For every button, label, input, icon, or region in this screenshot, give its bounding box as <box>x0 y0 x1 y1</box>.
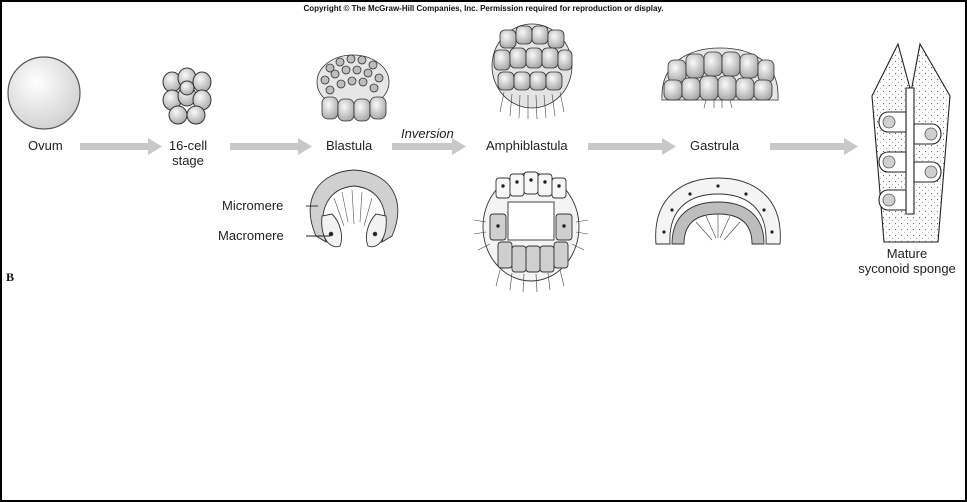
blastula-section-illustration <box>306 170 398 247</box>
mature-sponge-label-line1: Mature <box>850 246 964 261</box>
arrow-ovum-to-16cell <box>80 138 162 155</box>
panel-label: B <box>6 270 14 285</box>
gastrula-illustration <box>662 48 778 108</box>
blastula-illustration <box>317 55 389 121</box>
mature-sponge-label: Mature syconoid sponge <box>850 246 964 276</box>
gastrula-section-illustration <box>656 178 781 244</box>
sixteen-cell-label: 16-cell stage <box>164 138 212 168</box>
ovum-illustration <box>8 57 80 129</box>
arrow-gastrula-to-mature <box>770 138 858 155</box>
sixteen-cell-illustration <box>163 68 211 124</box>
sixteen-cell-label-line1: 16-cell <box>164 138 212 153</box>
blastula-label: Blastula <box>326 138 372 153</box>
micromere-label: Micromere <box>222 198 283 213</box>
ovum-label: Ovum <box>28 138 63 153</box>
sixteen-cell-label-line2: stage <box>164 153 212 168</box>
amphiblastula-illustration <box>492 24 572 119</box>
amphiblastula-label: Amphiblastula <box>486 138 568 153</box>
gastrula-label: Gastrula <box>690 138 739 153</box>
inversion-label: Inversion <box>401 126 454 141</box>
arrow-16cell-to-blastula <box>230 138 312 155</box>
mature-sponge-illustration <box>872 44 950 242</box>
arrow-amphiblastula-to-gastrula <box>588 138 676 155</box>
macromere-label: Macromere <box>218 228 284 243</box>
mature-sponge-label-line2: syconoid sponge <box>850 261 964 276</box>
amphiblastula-section-illustration <box>474 172 588 292</box>
